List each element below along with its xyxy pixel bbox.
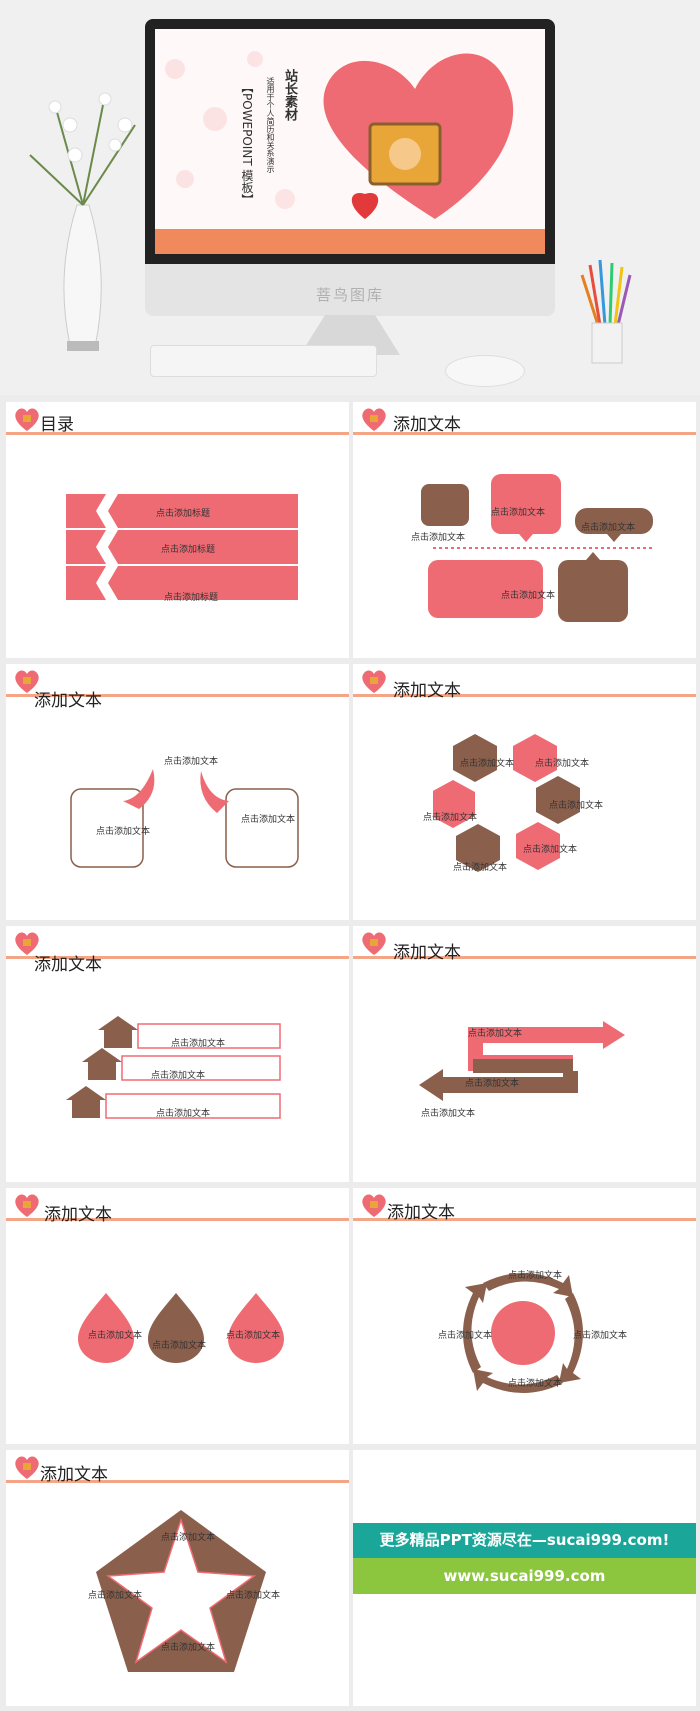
hexagon-label[interactable]: 点击添加文本: [423, 813, 478, 823]
slide-drops[interactable]: 添加文本 点击添加文本 点击添加文本 点击添加文本: [6, 1188, 349, 1444]
star-label[interactable]: 点击添加文本: [161, 1533, 216, 1543]
star-label[interactable]: 点击添加文本: [161, 1643, 216, 1653]
diagram-label[interactable]: 点击添加文本: [501, 591, 556, 601]
diagram-label[interactable]: 点击添加文本: [164, 757, 219, 767]
header-rule: [353, 432, 696, 435]
diagram-label[interactable]: 点击添加文本: [96, 827, 151, 837]
contents-item[interactable]: 点击添加标题: [156, 509, 211, 519]
step-label[interactable]: 点击添加文本: [171, 1039, 226, 1049]
promo-banner[interactable]: 更多精品PPT资源尽在—sucai999.com!: [353, 1523, 696, 1558]
slide-title: 添加文本: [393, 415, 461, 435]
pencil-cup-illustration: [580, 259, 632, 364]
snake-arrow-diagram: [419, 1021, 625, 1101]
diagram-label[interactable]: 点击添加文本: [241, 815, 296, 825]
slide-cycle[interactable]: 添加文本 点击添加文本 点击添加文本 点击添加文本 点击添加文本: [353, 1188, 696, 1444]
cycle-label[interactable]: 点击添加文本: [573, 1331, 628, 1341]
slide-contents[interactable]: 目录 点击添加标题 点击添加标题 点击添加标题: [6, 402, 349, 658]
watermark-text: 菩鸟图库: [315, 286, 384, 304]
slide-hexagons[interactable]: 添加文本 点击添加文本 点击添加文本 点击添加文本 点击添加文本 点击添加文本 …: [353, 664, 696, 920]
monitor-illustration: 站长素材 适用于个人简历和关系演示 【POWEPOINT 模板】 菩鸟图库: [145, 19, 555, 316]
heart-logo-icon: [362, 932, 386, 955]
header-rule: [353, 956, 696, 959]
heart-logo-icon: [362, 1194, 386, 1217]
hexagon-cluster: [433, 734, 580, 872]
heart-logo-icon: [362, 408, 386, 431]
header-rule: [6, 1218, 349, 1221]
step-label[interactable]: 点击添加文本: [151, 1071, 206, 1081]
drop-label[interactable]: 点击添加文本: [152, 1341, 207, 1351]
drop-shapes: [78, 1293, 284, 1363]
hexagon-label[interactable]: 点击添加文本: [535, 759, 590, 769]
arrow-label[interactable]: 点击添加文本: [465, 1079, 520, 1089]
header-rule: [353, 1218, 696, 1221]
slide-houses[interactable]: 添加文本 点击添加文本 点击添加文本 点击添加文本: [6, 926, 349, 1182]
slide-callouts[interactable]: 添加文本 点击添加文本 点击添加文本 点击添加文本: [6, 664, 349, 920]
hexagon-label[interactable]: 点击添加文本: [453, 863, 508, 873]
slide-title: 添加文本: [387, 1203, 455, 1223]
cycle-label[interactable]: 点击添加文本: [438, 1331, 493, 1341]
diagram-label[interactable]: 点击添加文本: [411, 533, 466, 543]
heart-logo-icon: [15, 408, 39, 431]
boxes-diagram: [421, 474, 653, 622]
slide-title: 添加文本: [40, 1465, 108, 1485]
contents-item[interactable]: 点击添加标题: [161, 545, 216, 555]
slide-star[interactable]: 添加文本 点击添加文本 点击添加文本 点击添加文本 点击添加文本: [6, 1450, 349, 1706]
cycle-diagram: [463, 1273, 583, 1393]
cycle-label[interactable]: 点击添加文本: [508, 1379, 563, 1389]
slide-title: 目录: [40, 415, 74, 435]
hexagon-label[interactable]: 点击添加文本: [523, 845, 578, 855]
heart-logo-icon: [15, 670, 39, 693]
cover-tagline: 【POWEPOINT 模板】: [240, 81, 254, 206]
callouts-diagram: [70, 769, 299, 868]
hexagon-label[interactable]: 点击添加文本: [460, 759, 515, 769]
cover-artwork: [155, 29, 545, 254]
monitor-chin: 菩鸟图库: [145, 264, 555, 316]
cycle-label[interactable]: 点击添加文本: [508, 1271, 563, 1281]
header-rule: [6, 432, 349, 435]
slide-boxes[interactable]: 添加文本 点击添加文本 点击添加文本 点击添加文本 点击添加文本: [353, 402, 696, 658]
arrow-label[interactable]: 点击添加文本: [421, 1109, 476, 1119]
star-pentagon: [96, 1510, 266, 1672]
header-rule: [6, 956, 349, 959]
heart-logo-icon: [15, 932, 39, 955]
diagram-label[interactable]: 点击添加文本: [491, 508, 546, 518]
star-label[interactable]: 点击添加文本: [226, 1591, 281, 1601]
slide-title: 添加文本: [393, 943, 461, 963]
slide-title: 添加文本: [34, 955, 102, 975]
contents-item[interactable]: 点击添加标题: [164, 593, 219, 603]
step-label[interactable]: 点击添加文本: [156, 1109, 211, 1119]
promo-url[interactable]: www.sucai999.com: [353, 1558, 696, 1594]
hero-banner: 站长素材 适用于个人简历和关系演示 【POWEPOINT 模板】 菩鸟图库: [0, 0, 700, 395]
cover-title: 站长素材: [282, 69, 297, 121]
hexagon-label[interactable]: 点击添加文本: [549, 801, 604, 811]
keyboard-illustration: [150, 345, 377, 377]
mouse-illustration: [445, 355, 525, 387]
slide-title: 添加文本: [393, 681, 461, 701]
slide-snake-arrow[interactable]: 添加文本 点击添加文本 点击添加文本 点击添加文本: [353, 926, 696, 1182]
cover-slide: 站长素材 适用于个人简历和关系演示 【POWEPOINT 模板】: [155, 29, 545, 254]
drop-label[interactable]: 点击添加文本: [226, 1331, 281, 1341]
heart-logo-icon: [15, 1194, 39, 1217]
star-label[interactable]: 点击添加文本: [88, 1591, 143, 1601]
diagram-label[interactable]: 点击添加文本: [581, 523, 636, 533]
vase-illustration: [29, 92, 136, 351]
cover-subtitle: 适用于个人简历和关系演示: [266, 77, 275, 173]
heart-logo-icon: [15, 1456, 39, 1479]
house-steps: [66, 1016, 281, 1119]
drop-label[interactable]: 点击添加文本: [88, 1331, 143, 1341]
header-rule: [6, 694, 349, 697]
slide-title: 添加文本: [34, 691, 102, 711]
contents-arrows: [66, 494, 298, 600]
header-rule: [353, 694, 696, 697]
heart-logo-icon: [362, 670, 386, 693]
header-rule: [6, 1480, 349, 1483]
slide-title: 添加文本: [44, 1205, 112, 1225]
arrow-label[interactable]: 点击添加文本: [468, 1029, 523, 1039]
